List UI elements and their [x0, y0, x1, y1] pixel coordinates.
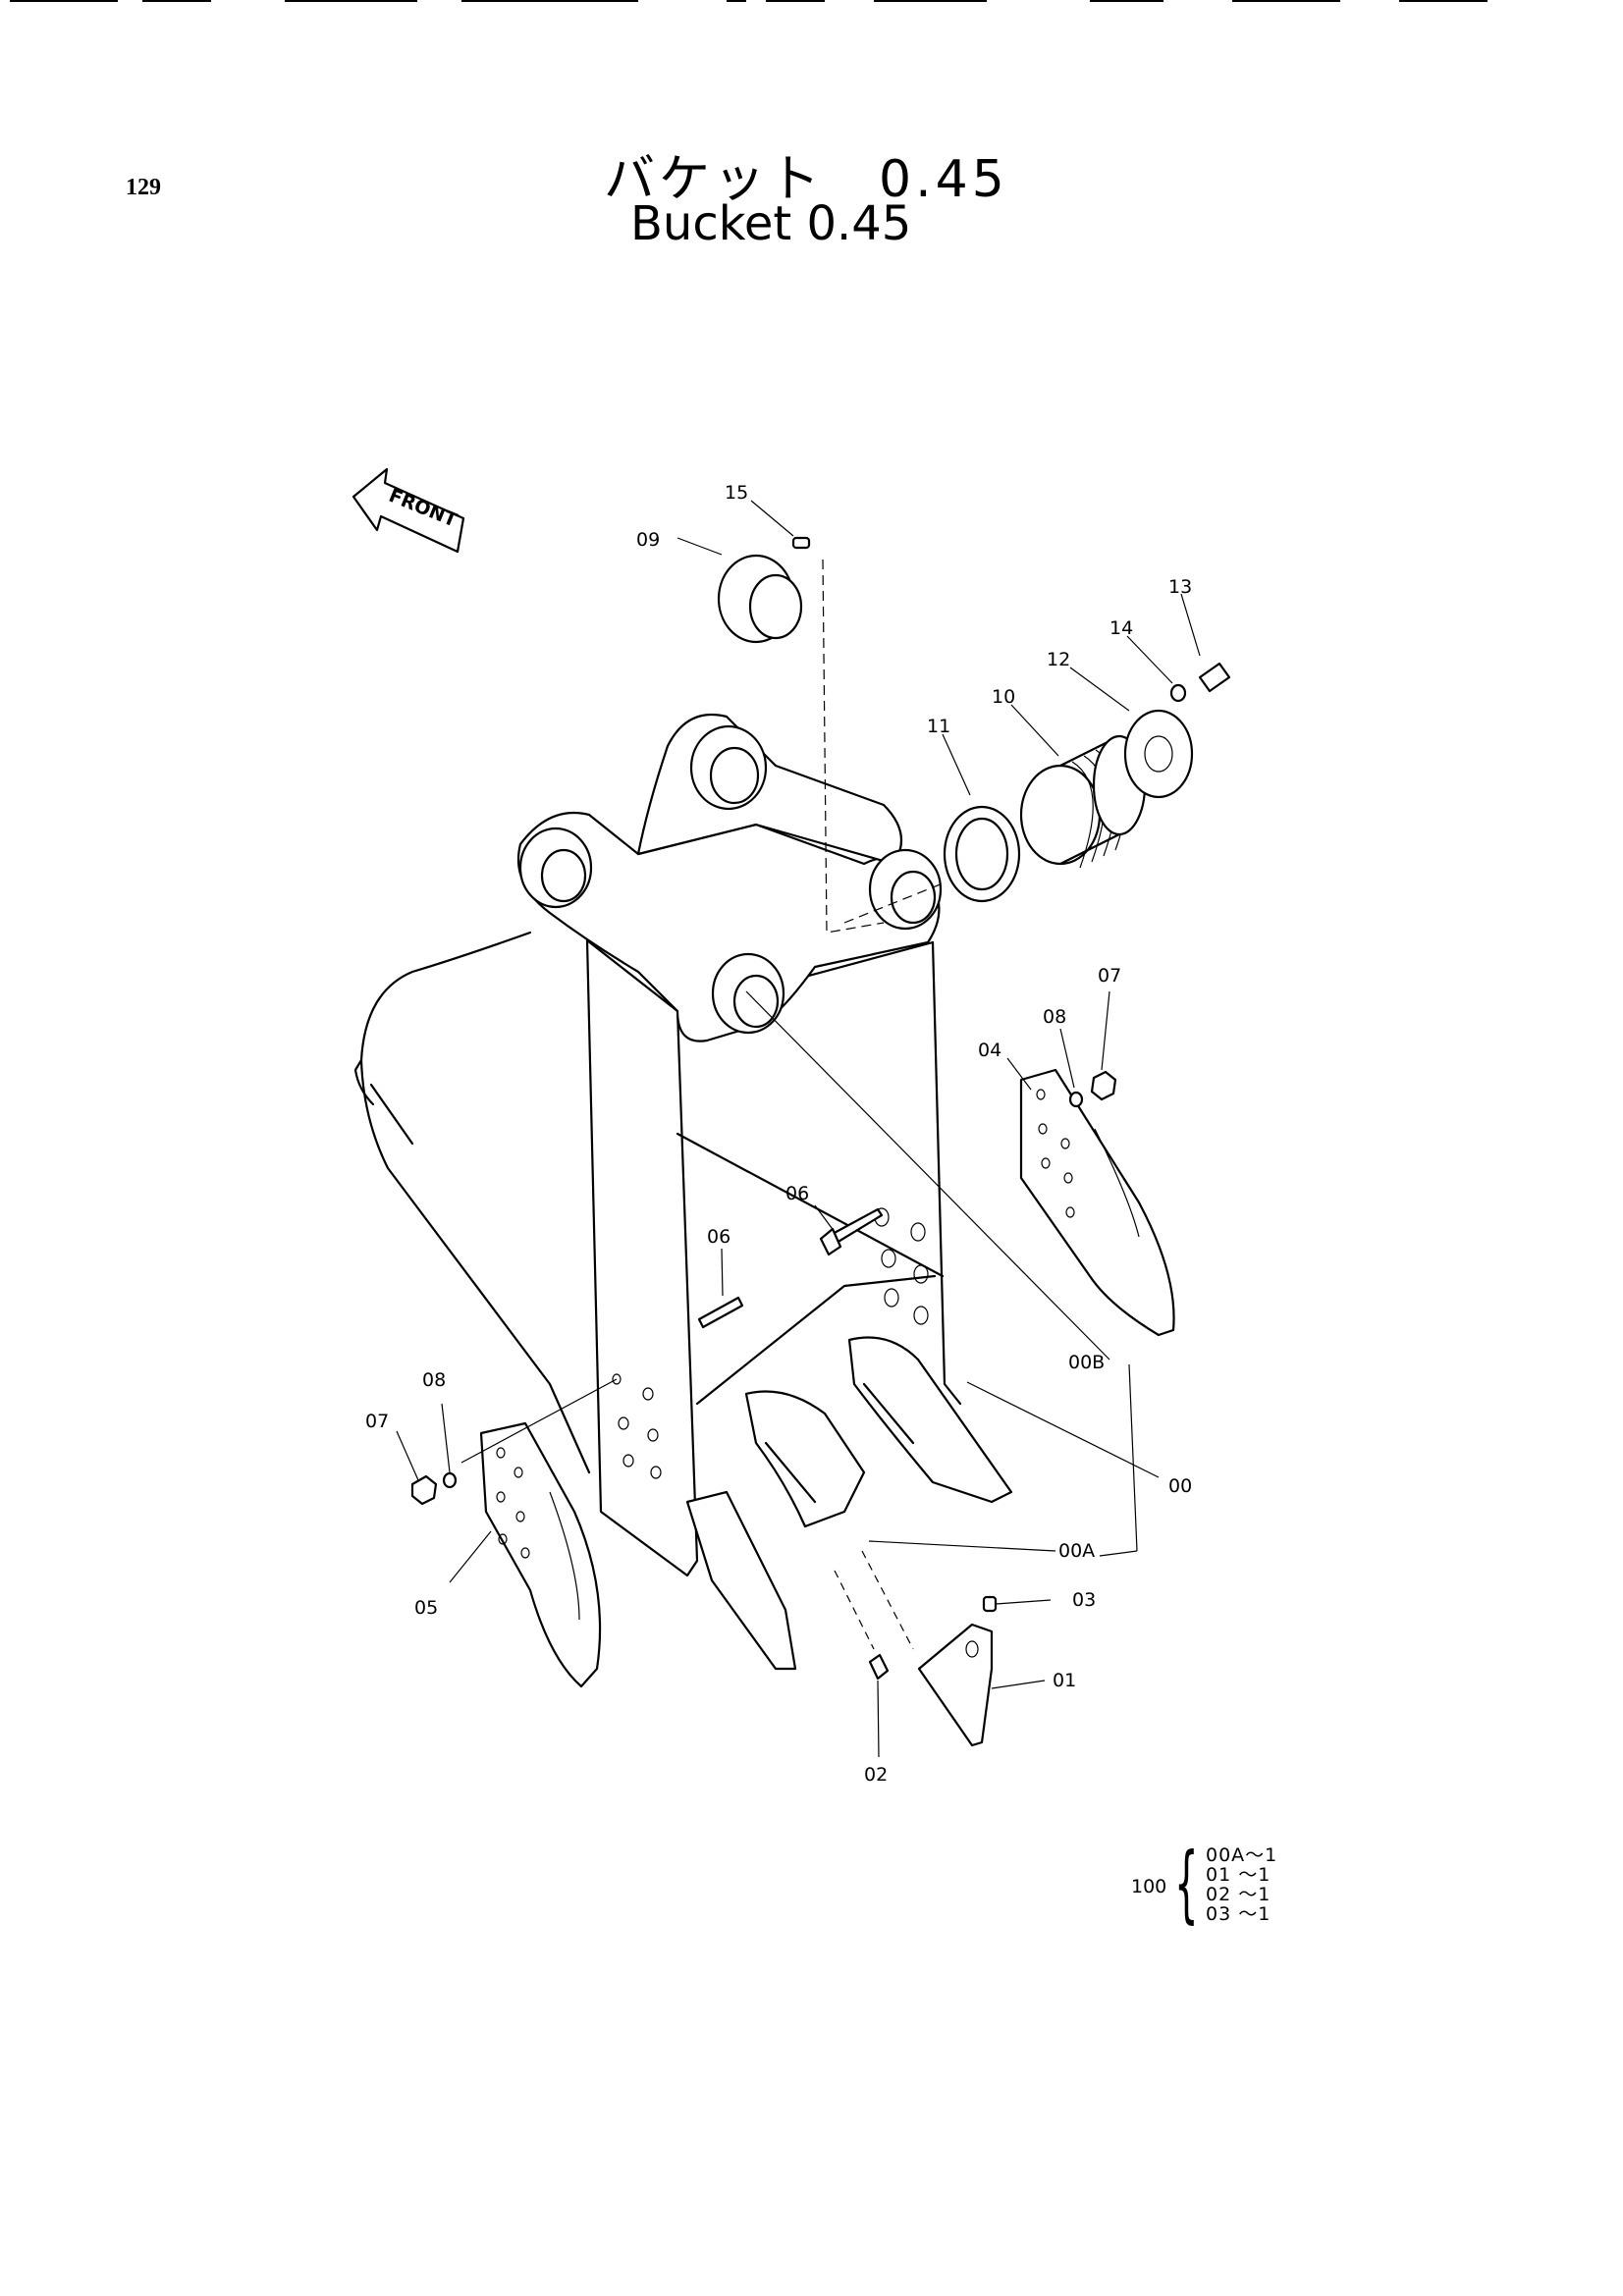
- callout-10: 10: [992, 686, 1015, 708]
- set-items: 00A～1 01 ～1 02 ～1 03 ～1: [1206, 1845, 1277, 1924]
- callout-11: 11: [927, 716, 950, 737]
- callout-07: 07: [1098, 965, 1121, 987]
- callout-13: 13: [1168, 576, 1192, 598]
- set-root-number: 100: [1131, 1876, 1167, 1897]
- scan-artifact: [142, 0, 211, 2]
- set-item: 01 ～1: [1206, 1864, 1271, 1886]
- scan-artifact: [766, 0, 825, 2]
- set-item: 02 ～1: [1206, 1884, 1271, 1905]
- page-number: 129: [126, 175, 161, 200]
- pin-assembly: [717, 536, 1231, 934]
- scan-artifact: [461, 0, 638, 2]
- callouts: 15 09 13 14 12 10 11 07 08 04 06 06 00B …: [365, 482, 1192, 1786]
- callout-01: 01: [1053, 1670, 1076, 1691]
- lock-02: [868, 1653, 890, 1681]
- callout-09: 09: [636, 529, 660, 551]
- callout-06: 06: [785, 1183, 809, 1204]
- bolt-06: [697, 1296, 744, 1329]
- scan-artifact: [874, 0, 987, 2]
- callout-00b: 00B: [1068, 1352, 1105, 1373]
- leader-lines: [396, 500, 1201, 1758]
- callout-00a: 00A: [1058, 1540, 1095, 1562]
- callout-08: 08: [422, 1369, 446, 1391]
- callout-07: 07: [365, 1411, 389, 1432]
- callout-14: 14: [1109, 617, 1133, 639]
- plate-12: [1123, 709, 1194, 799]
- pin-03: [982, 1595, 998, 1613]
- callout-00: 00: [1168, 1475, 1192, 1497]
- bucket-body: [353, 713, 1013, 1671]
- tooth-point-01: [917, 1623, 994, 1747]
- side-cutter-04: [1019, 1068, 1175, 1337]
- bolt-06: [829, 1207, 884, 1245]
- page-title-english: Bucket 0.45: [630, 196, 912, 251]
- scan-artifact: [1090, 0, 1163, 2]
- callout-06: 06: [707, 1226, 730, 1248]
- page-title-japanese: バケット 0.45: [604, 150, 1008, 209]
- brace-icon: {: [1174, 1835, 1199, 1933]
- callout-02: 02: [864, 1764, 888, 1786]
- scan-artifact: [1399, 0, 1488, 2]
- scan-artifact: [10, 0, 118, 2]
- scan-artifact: [727, 0, 746, 2]
- callout-15: 15: [725, 482, 748, 504]
- scan-artifact: [285, 0, 417, 2]
- side-cutter-05: [410, 1421, 602, 1688]
- callout-04: 04: [978, 1040, 1001, 1061]
- callout-08: 08: [1043, 1006, 1066, 1028]
- front-arrow-icon: FRONT: [352, 467, 465, 554]
- set-item: 00A～1: [1206, 1844, 1278, 1866]
- callout-12: 12: [1047, 649, 1070, 670]
- set-item: 03 ～1: [1206, 1903, 1271, 1925]
- callout-03: 03: [1072, 1589, 1096, 1611]
- scan-artifact: [1232, 0, 1340, 2]
- callout-05: 05: [414, 1597, 438, 1619]
